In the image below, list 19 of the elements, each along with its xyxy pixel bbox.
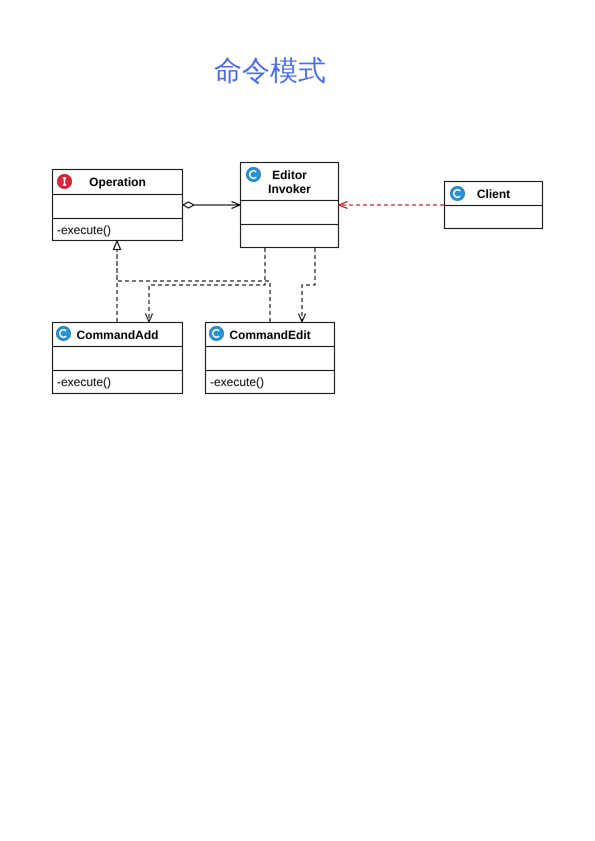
method-text: -execute() (57, 222, 112, 236)
method-text: -execute() (57, 375, 112, 389)
class-name: CommandEdit (229, 328, 311, 342)
class-name: Operation (89, 175, 146, 189)
dependency-arrow (338, 201, 444, 209)
class-box (52, 322, 183, 394)
aggregation-arrow (182, 201, 240, 209)
class-name: Client (476, 186, 510, 200)
method-text: -execute() (210, 375, 264, 389)
diagram-title: 命令模式 (214, 54, 326, 88)
dependency-arrow (298, 248, 316, 322)
class-box (52, 169, 183, 241)
dependency-arrow (145, 248, 266, 322)
class-name: CommandAdd (76, 328, 158, 342)
class-name: Editor Invoker (267, 168, 312, 196)
class-box (444, 181, 543, 229)
class-box (240, 162, 339, 248)
realization-arrow (113, 240, 270, 322)
class-box (205, 322, 335, 394)
